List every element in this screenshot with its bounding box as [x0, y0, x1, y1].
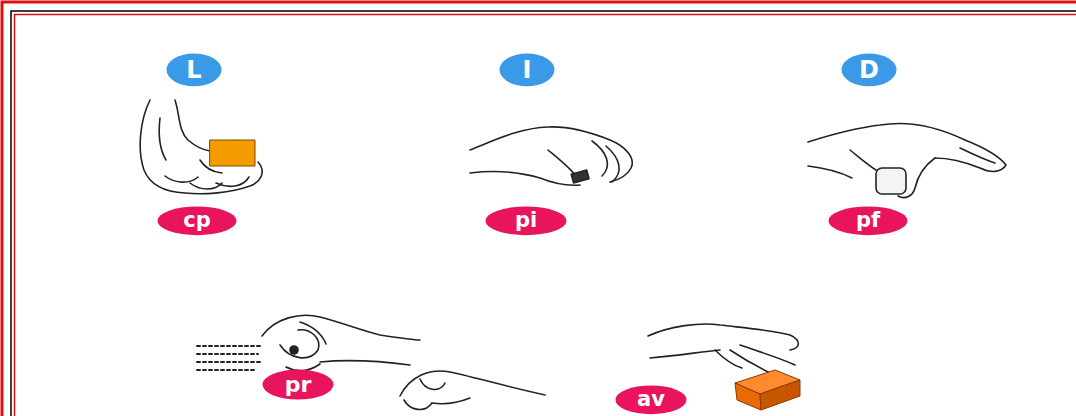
- rotating-hand: [262, 315, 420, 370]
- ellipse-fill: [486, 207, 567, 236]
- grip-code: pr: [262, 369, 334, 400]
- grip-label: pf: [828, 206, 908, 232]
- frame-border: [11, 11, 1076, 416]
- orange-cube: [735, 370, 800, 410]
- ellipse-fill: [263, 370, 334, 400]
- small-object: [571, 170, 589, 183]
- support-hand: [400, 371, 545, 409]
- grip-label: I: [499, 53, 555, 83]
- grip-code: pf: [828, 206, 908, 236]
- grip-code: pi: [485, 206, 567, 236]
- frame-border: [15, 15, 1076, 416]
- grip-code: av: [615, 385, 687, 415]
- ellipse-fill: [167, 54, 222, 87]
- small-object: [290, 346, 298, 354]
- grip-code: cp: [157, 206, 237, 236]
- grip-label: L: [166, 53, 222, 83]
- cupped-hand: [140, 100, 262, 194]
- grip-label: pr: [262, 369, 334, 397]
- approaching-hand: [648, 324, 798, 373]
- motion-dashes: [197, 346, 262, 370]
- small-object: [876, 168, 906, 194]
- orange-block: [210, 140, 255, 166]
- fingertip-hand: [808, 123, 1006, 197]
- pinching-hand: [470, 127, 632, 185]
- grip-label: cp: [157, 206, 237, 232]
- grip-label: D: [841, 53, 897, 83]
- ellipse-fill: [842, 54, 897, 87]
- grip-letter: L: [166, 53, 222, 87]
- ellipse-fill: [158, 207, 237, 236]
- ellipse-fill: [829, 207, 908, 236]
- grip-label: av: [615, 385, 687, 411]
- grip-letter: I: [499, 53, 555, 87]
- grip-letter: D: [841, 53, 897, 87]
- grip-label: pi: [485, 206, 567, 232]
- ellipse-fill: [616, 386, 687, 415]
- ellipse-fill: [500, 54, 555, 87]
